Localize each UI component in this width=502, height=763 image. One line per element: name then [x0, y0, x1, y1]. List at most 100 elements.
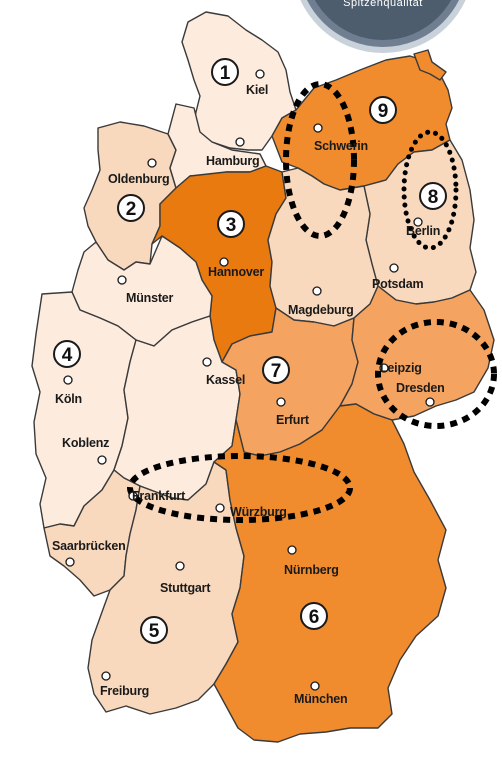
city-hamburg[interactable]: Hamburg [206, 137, 260, 168]
city-berlin[interactable]: Berlin [406, 217, 440, 238]
city-kassel[interactable]: Kassel [202, 357, 245, 387]
city-freiburg[interactable]: Freiburg [100, 671, 149, 698]
city-oldenburg[interactable]: Oldenburg [108, 158, 170, 186]
city-label: Koblenz [62, 436, 109, 450]
city-saarbr-cken[interactable]: Saarbrücken [52, 539, 126, 567]
zone-ring-dresden [375, 319, 497, 429]
city-label: Hamburg [206, 154, 259, 168]
city-marker[interactable] [312, 286, 322, 296]
city-marker[interactable] [219, 257, 229, 267]
city-marker[interactable] [215, 503, 225, 513]
region-number-circle [369, 96, 397, 124]
city-label: Dresden [396, 381, 445, 395]
region-number-7: 7 [262, 356, 290, 384]
region-number-label: 2 [126, 199, 137, 220]
city-hannover[interactable]: Hannover [208, 257, 265, 279]
region-1[interactable] [181, 11, 297, 151]
city-label: München [294, 692, 347, 706]
city-label: Münster [126, 291, 174, 305]
region-number-6: 6 [300, 602, 328, 630]
city-leipzig[interactable]: Leipzig [379, 361, 422, 375]
city-label: Kassel [206, 373, 245, 387]
region-number-4: 4 [53, 340, 81, 368]
city-label: Schwerin [314, 139, 368, 153]
region-number-circle [53, 340, 81, 368]
region-number-circle [262, 356, 290, 384]
region-number-label: 3 [226, 215, 237, 236]
city-marker[interactable] [128, 491, 138, 501]
region-number-label: 5 [149, 621, 160, 642]
city-dresden[interactable]: Dresden [396, 381, 445, 407]
region-number-label: 6 [309, 607, 320, 628]
city-magdeburg[interactable]: Magdeburg [288, 286, 354, 317]
city-marker[interactable] [287, 545, 297, 555]
city-label: Frankfurt [132, 489, 186, 503]
region-number-circle [217, 210, 245, 238]
badge-label: Spitzenqualität [343, 0, 423, 9]
region-number-label: 1 [220, 63, 231, 84]
city-erfurt[interactable]: Erfurt [276, 397, 310, 427]
region-number-8: 8 [419, 182, 447, 210]
city-marker[interactable] [425, 397, 435, 407]
city-w-rzburg[interactable]: Würzburg [215, 503, 287, 519]
city-label: Erfurt [276, 413, 310, 427]
city-label: Potsdam [372, 277, 423, 291]
region-number-label: 4 [62, 345, 73, 366]
city-marker[interactable] [175, 561, 185, 571]
region-number-circle [211, 58, 239, 86]
zone-ring-schwerin [283, 81, 357, 239]
city-label: Nürnberg [284, 563, 339, 577]
city-label: Stuttgart [160, 581, 211, 595]
region-number-circle [140, 616, 168, 644]
region-number-label: 9 [378, 101, 389, 122]
city-label: Berlin [406, 224, 440, 238]
city-marker[interactable] [235, 137, 245, 147]
city-marker[interactable] [147, 158, 157, 168]
region-number-2: 2 [117, 194, 145, 222]
city-label: Saarbrücken [52, 539, 126, 553]
city-k-ln[interactable]: Köln [55, 375, 82, 406]
region-number-9: 9 [369, 96, 397, 124]
city-label: Kiel [246, 83, 268, 97]
city-frankfurt[interactable]: Frankfurt [128, 489, 186, 503]
city-marker[interactable] [65, 557, 75, 567]
city-koblenz[interactable]: Koblenz [62, 436, 109, 465]
city-label: Oldenburg [108, 172, 169, 186]
zone-ring-berlin [401, 129, 459, 251]
city-marker[interactable] [97, 455, 107, 465]
quality-badge: Spitzenqualität [300, 0, 466, 53]
city-label: Leipzig [380, 361, 422, 375]
city-marker[interactable] [276, 397, 286, 407]
region-number-label: 8 [428, 187, 439, 208]
region-number-circle [300, 602, 328, 630]
region-9-island [413, 49, 447, 81]
city-marker[interactable] [63, 375, 73, 385]
city-marker[interactable] [413, 217, 423, 227]
city-label: Freiburg [100, 684, 149, 698]
region-number-layer: 1 2 3 4 5 6 7 8 9 [53, 58, 447, 644]
city-marker[interactable] [202, 357, 212, 367]
city-marker[interactable] [255, 69, 265, 79]
city-m-nster[interactable]: Münster [117, 275, 174, 305]
city-potsdam[interactable]: Potsdam [372, 263, 424, 291]
city-marker[interactable] [389, 263, 399, 273]
region-number-1: 1 [211, 58, 239, 86]
region-number-label: 7 [271, 361, 282, 382]
city-stuttgart[interactable]: Stuttgart [160, 561, 212, 595]
region-number-5: 5 [140, 616, 168, 644]
region-number-3: 3 [217, 210, 245, 238]
city-n-rnberg[interactable]: Nürnberg [284, 545, 339, 577]
city-kiel[interactable]: Kiel [246, 69, 268, 97]
city-marker[interactable] [310, 681, 320, 691]
city-marker[interactable] [313, 123, 323, 133]
city-marker[interactable] [379, 363, 389, 373]
city-marker[interactable] [101, 671, 111, 681]
city-label: Hannover [208, 265, 264, 279]
zone-ring-frankfurt-wuerzburg [127, 453, 353, 523]
region-6[interactable] [213, 403, 447, 743]
city-marker[interactable] [117, 275, 127, 285]
city-schwerin[interactable]: Schwerin [313, 123, 368, 153]
city-m-nchen[interactable]: München [294, 681, 348, 706]
